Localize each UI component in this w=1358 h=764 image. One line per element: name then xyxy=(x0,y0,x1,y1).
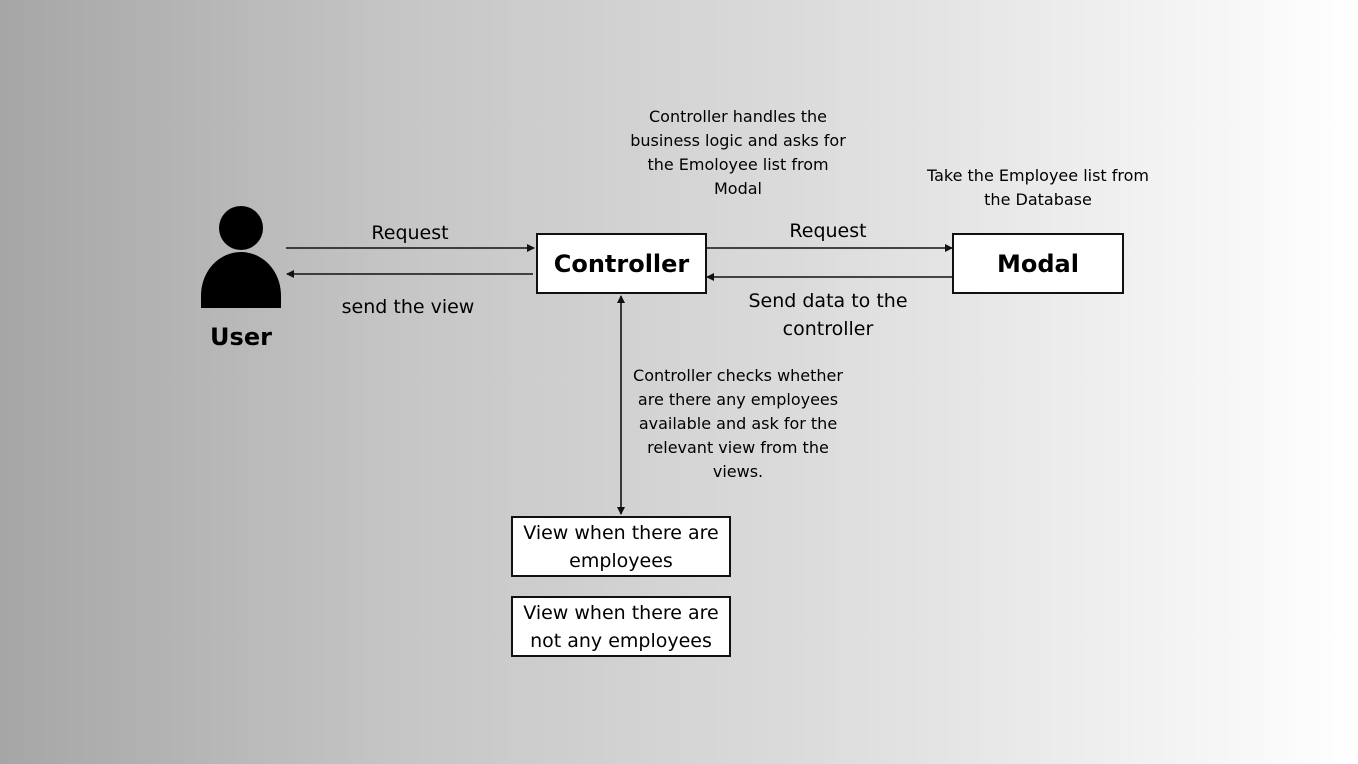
note-checks-line-3: available and ask for the xyxy=(638,414,838,433)
note-modal-line-1: Take the Employee list from xyxy=(926,166,1150,185)
edge-label-modal-request: Request xyxy=(789,220,867,242)
view-without-line-1: View when there are xyxy=(523,601,719,624)
send-data-line-2: controller xyxy=(782,318,874,340)
modal-box: Modal xyxy=(952,233,1124,294)
note-checks-line-2: are there any employees xyxy=(637,390,839,409)
note-controller-logic: Controller handles the business logic an… xyxy=(608,105,868,201)
user-label: User xyxy=(210,323,272,351)
note-logic-line-4: Modal xyxy=(714,179,762,198)
send-data-line-1: Send data to the xyxy=(748,290,908,312)
view-without-line-2: not any employees xyxy=(530,629,712,652)
note-logic-line-1: Controller handles the xyxy=(649,107,827,126)
edge-label-user-request: Request xyxy=(371,222,449,244)
modal-label: Modal xyxy=(997,249,1079,278)
user-actor: User xyxy=(196,204,286,364)
view-with-employees-box: View when there are employees xyxy=(511,516,731,577)
view-without-employees-box: View when there are not any employees xyxy=(511,596,731,657)
note-modal-line-2: the Database xyxy=(984,190,1092,209)
user-icon xyxy=(201,206,281,308)
controller-box: Controller xyxy=(536,233,707,294)
note-checks-line-5: views. xyxy=(712,462,764,481)
note-logic-line-3: the Emoloyee list from xyxy=(647,155,829,174)
controller-label: Controller xyxy=(553,249,690,278)
view-with-line-1: View when there are xyxy=(523,521,719,544)
view-with-line-2: employees xyxy=(569,549,673,572)
note-modal-task: Take the Employee list from the Database xyxy=(903,164,1173,212)
note-checks-line-4: relevant view from the xyxy=(647,438,829,457)
edge-label-send-view: send the view xyxy=(341,296,475,318)
edge-label-send-data: Send data to the controller xyxy=(718,287,938,343)
note-logic-line-2: business logic and asks for xyxy=(630,131,846,150)
note-controller-checks: Controller checks whether are there any … xyxy=(608,364,868,484)
note-checks-line-1: Controller checks whether xyxy=(633,366,843,385)
